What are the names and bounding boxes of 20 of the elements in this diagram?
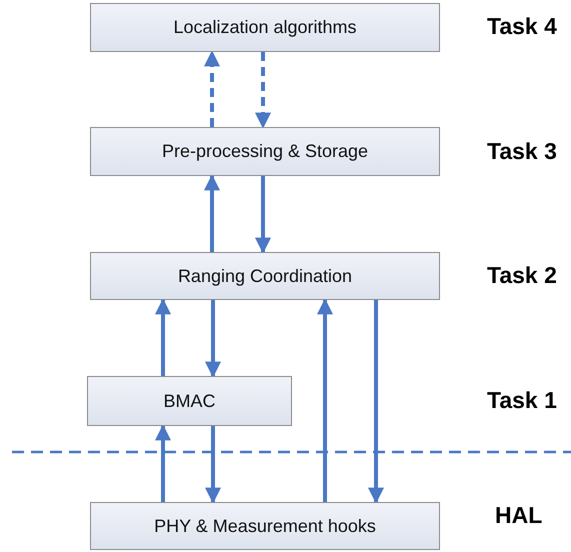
arrow [155,424,171,502]
arrow [255,176,271,254]
arrow [205,300,221,378]
arrow [204,174,220,252]
layer-box: Ranging Coordination [90,252,440,300]
layer-box: BMAC [87,376,292,426]
arrow [205,426,221,504]
layer-label: Task 4 [487,13,557,40]
layer-box: Pre-processing & Storage [90,127,440,176]
arrow [155,298,171,376]
arrow [255,52,271,129]
layer-label: HAL [495,502,542,529]
arrow [317,298,333,502]
layer-box: PHY & Measurement hooks [90,502,440,550]
layer-label: Task 3 [487,138,557,165]
arrow [204,50,220,127]
layer-box: Localization algorithms [90,3,440,52]
layer-label: Task 1 [487,387,557,414]
arrow [368,300,384,504]
layer-label: Task 2 [487,262,557,289]
